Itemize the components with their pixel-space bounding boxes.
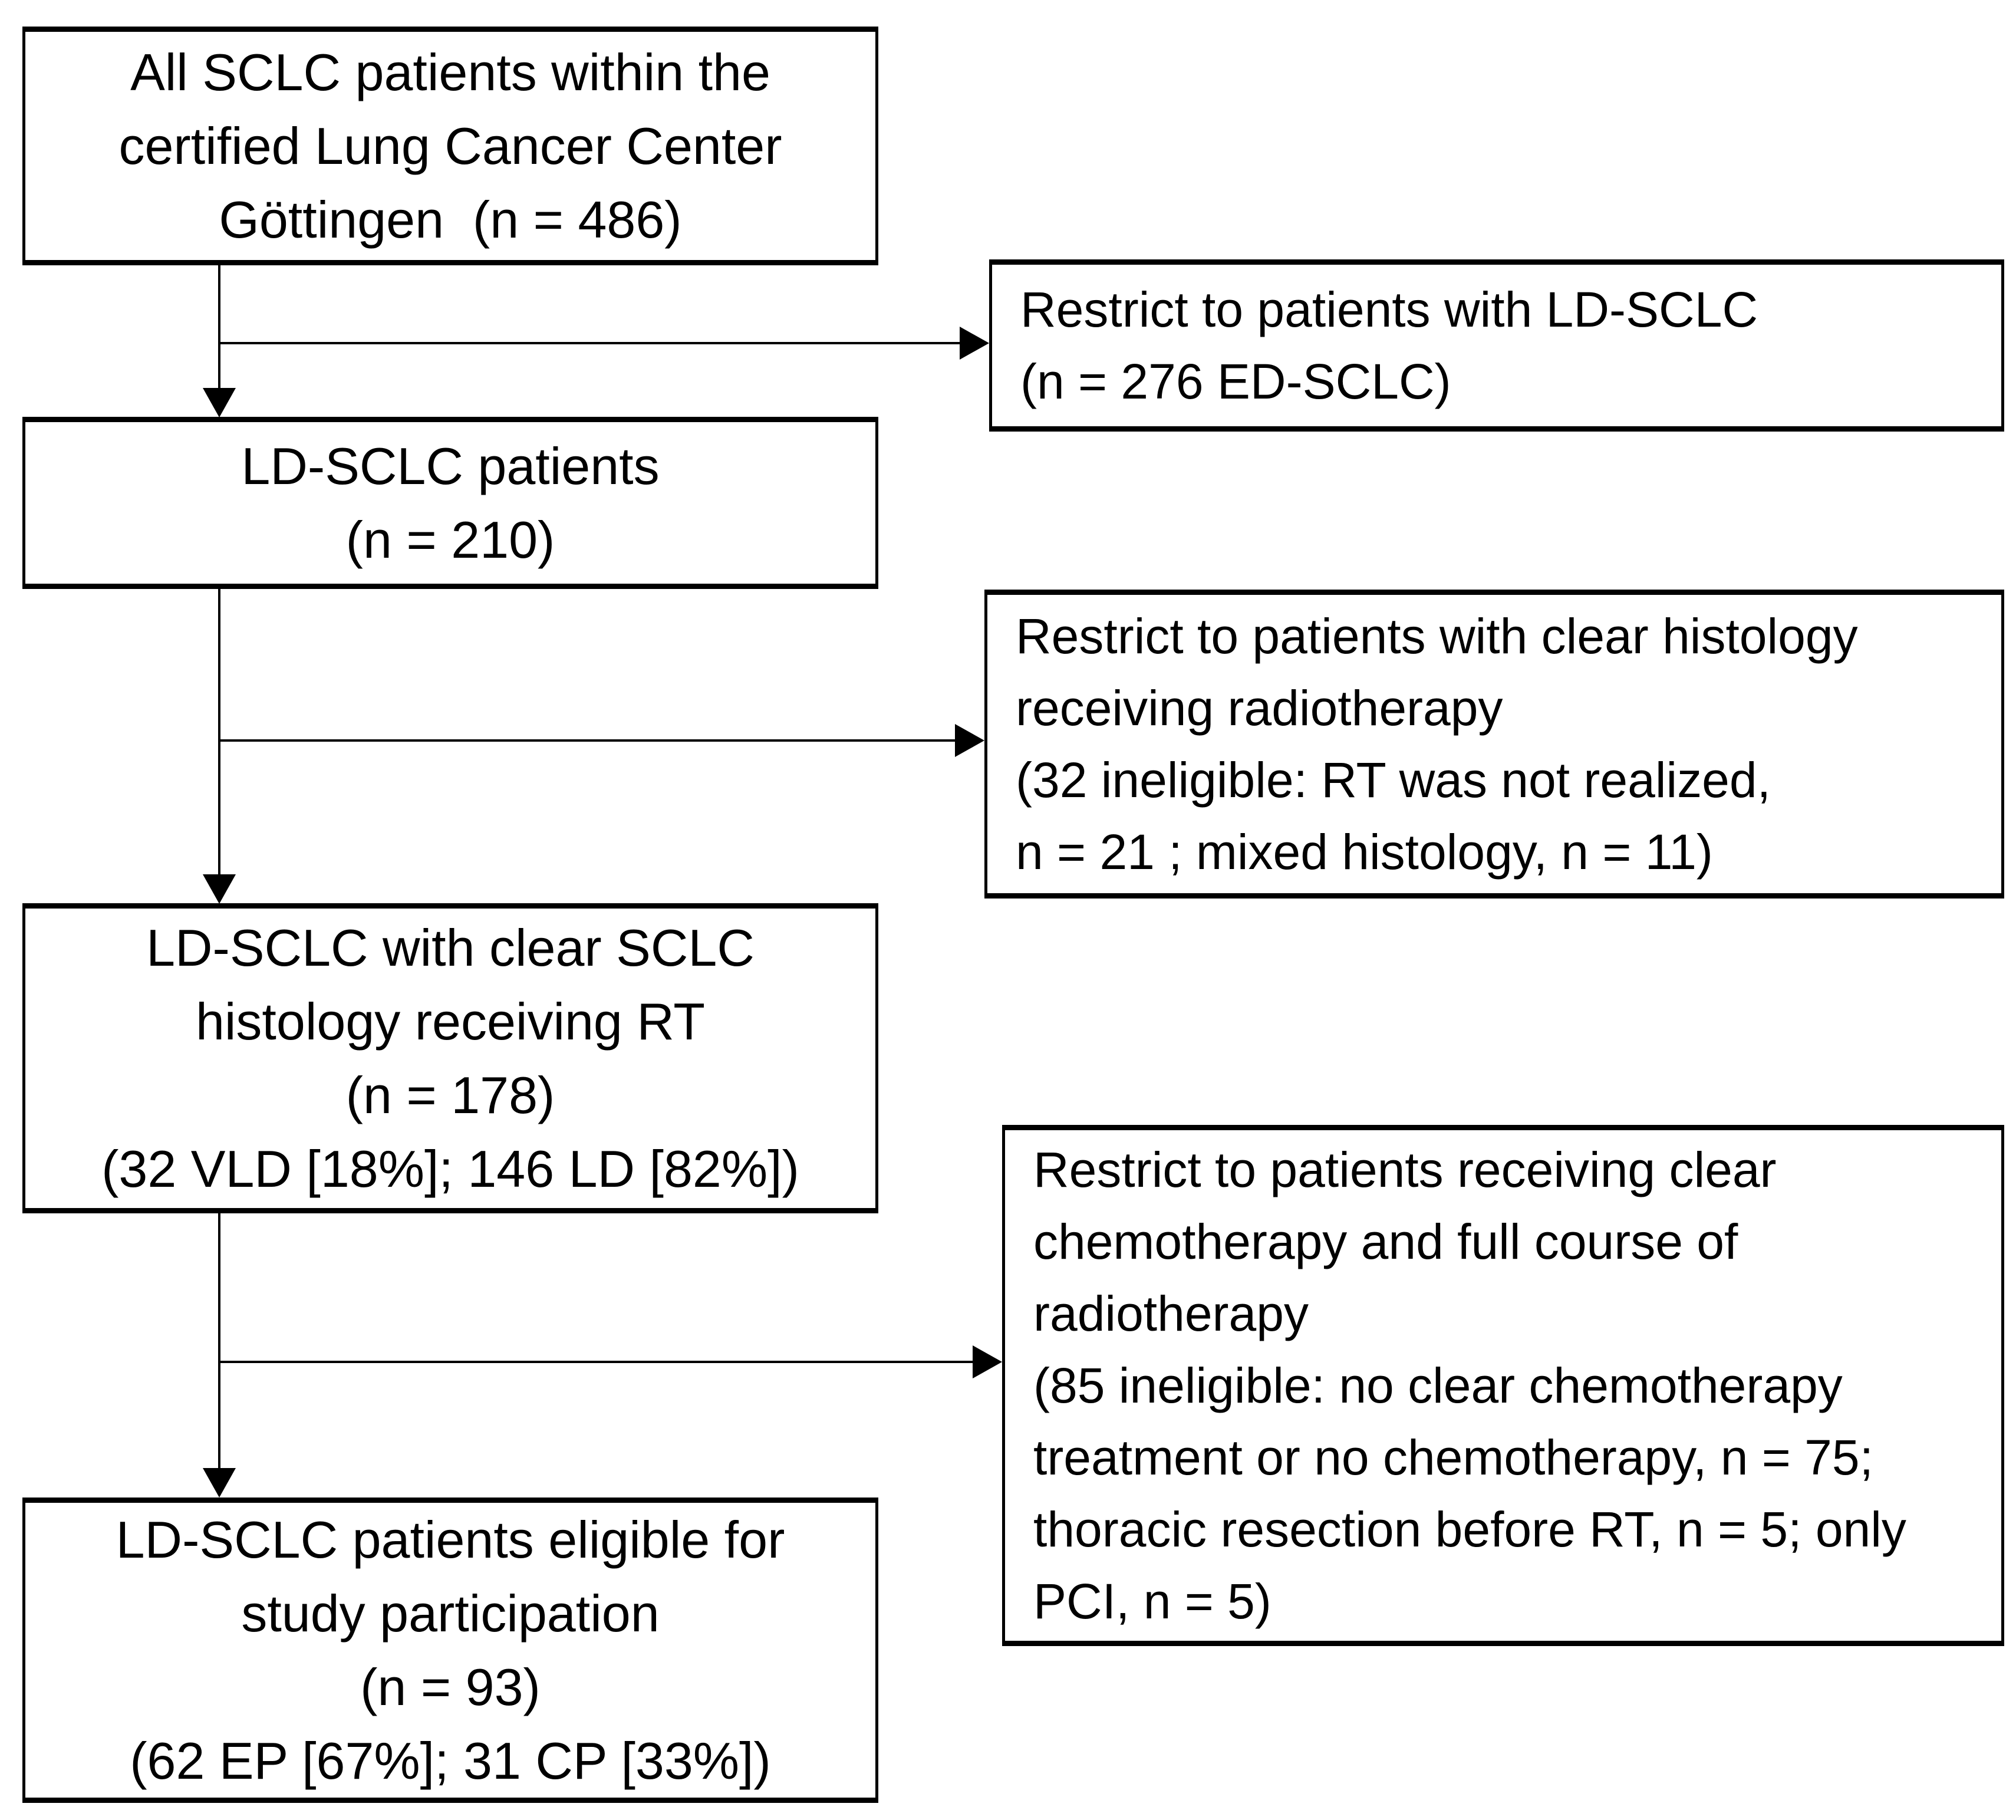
box-text-line: All SCLC patients within the (130, 43, 770, 101)
connector-horizontal-line (219, 342, 961, 344)
box-all-sclc-patients: All SCLC patients within the certified L… (22, 27, 878, 265)
arrowhead-right-icon (973, 1345, 1002, 1378)
arrowhead-right-icon (960, 327, 989, 360)
box-restrict-clear-histology: Restrict to patients with clear histolog… (984, 590, 2004, 899)
box-text-line: thoracic resection before RT, n = 5; onl… (1033, 1502, 1906, 1557)
box-text-line: Göttingen (n = 486) (219, 190, 682, 249)
connector-vertical-line (218, 265, 220, 390)
box-text-line: (62 EP [67%]; 31 CP [33%]) (130, 1732, 771, 1790)
arrowhead-right-icon (955, 724, 984, 757)
box-text-line: Restrict to patients with clear histolog… (1016, 608, 1858, 664)
connector-horizontal-line (219, 1361, 974, 1363)
connector-horizontal-line (219, 739, 956, 742)
box-clear-histology-rt: LD-SCLC with clear SCLC histology receiv… (22, 903, 878, 1213)
box-text-line: radiotherapy (1033, 1286, 1309, 1341)
box-eligible-patients: LD-SCLC patients eligible for study part… (22, 1498, 878, 1803)
box-text-line: (n = 178) (345, 1066, 555, 1124)
box-text-line: certified Lung Cancer Center (118, 117, 782, 175)
box-text-line: chemotherapy and full course of (1033, 1214, 1738, 1269)
box-text-line: treatment or no chemotherapy, n = 75; (1033, 1430, 1873, 1485)
box-text-line: receiving radiotherapy (1016, 680, 1503, 736)
connector-vertical-line (218, 588, 220, 877)
arrowhead-down-icon (203, 388, 236, 417)
box-text-line: (32 VLD [18%]; 146 LD [82%]) (101, 1140, 799, 1198)
box-text-line: PCI, n = 5) (1033, 1574, 1271, 1629)
connector-vertical-line (218, 1212, 220, 1470)
box-restrict-chemo-full-rt: Restrict to patients receiving clear che… (1002, 1125, 2004, 1646)
box-text-line: LD-SCLC with clear SCLC (146, 919, 755, 977)
arrowhead-down-icon (203, 874, 236, 904)
box-text-line: LD-SCLC patients (241, 437, 660, 495)
arrowhead-down-icon (203, 1468, 236, 1498)
box-text-line: (85 ineligible: no clear chemotherapy (1033, 1358, 1843, 1413)
box-restrict-ld-sclc: Restrict to patients with LD-SCLC (n = 2… (989, 259, 2004, 432)
box-text-line: study participation (241, 1584, 660, 1643)
box-text-line: (n = 93) (360, 1658, 541, 1716)
box-text-line: Restrict to patients receiving clear (1033, 1142, 1777, 1197)
box-text-line: (n = 276 ED-SCLC) (1020, 354, 1451, 409)
box-ld-sclc-patients: LD-SCLC patients (n = 210) (22, 417, 878, 589)
box-text-line: (n = 210) (345, 511, 555, 569)
box-text-line: histology receiving RT (195, 992, 706, 1051)
box-text-line: n = 21 ; mixed histology, n = 11) (1016, 824, 1713, 880)
box-text-line: (32 ineligible: RT was not realized, (1016, 752, 1771, 808)
box-text-line: LD-SCLC patients eligible for (116, 1510, 785, 1569)
box-text-line: Restrict to patients with LD-SCLC (1020, 282, 1758, 337)
